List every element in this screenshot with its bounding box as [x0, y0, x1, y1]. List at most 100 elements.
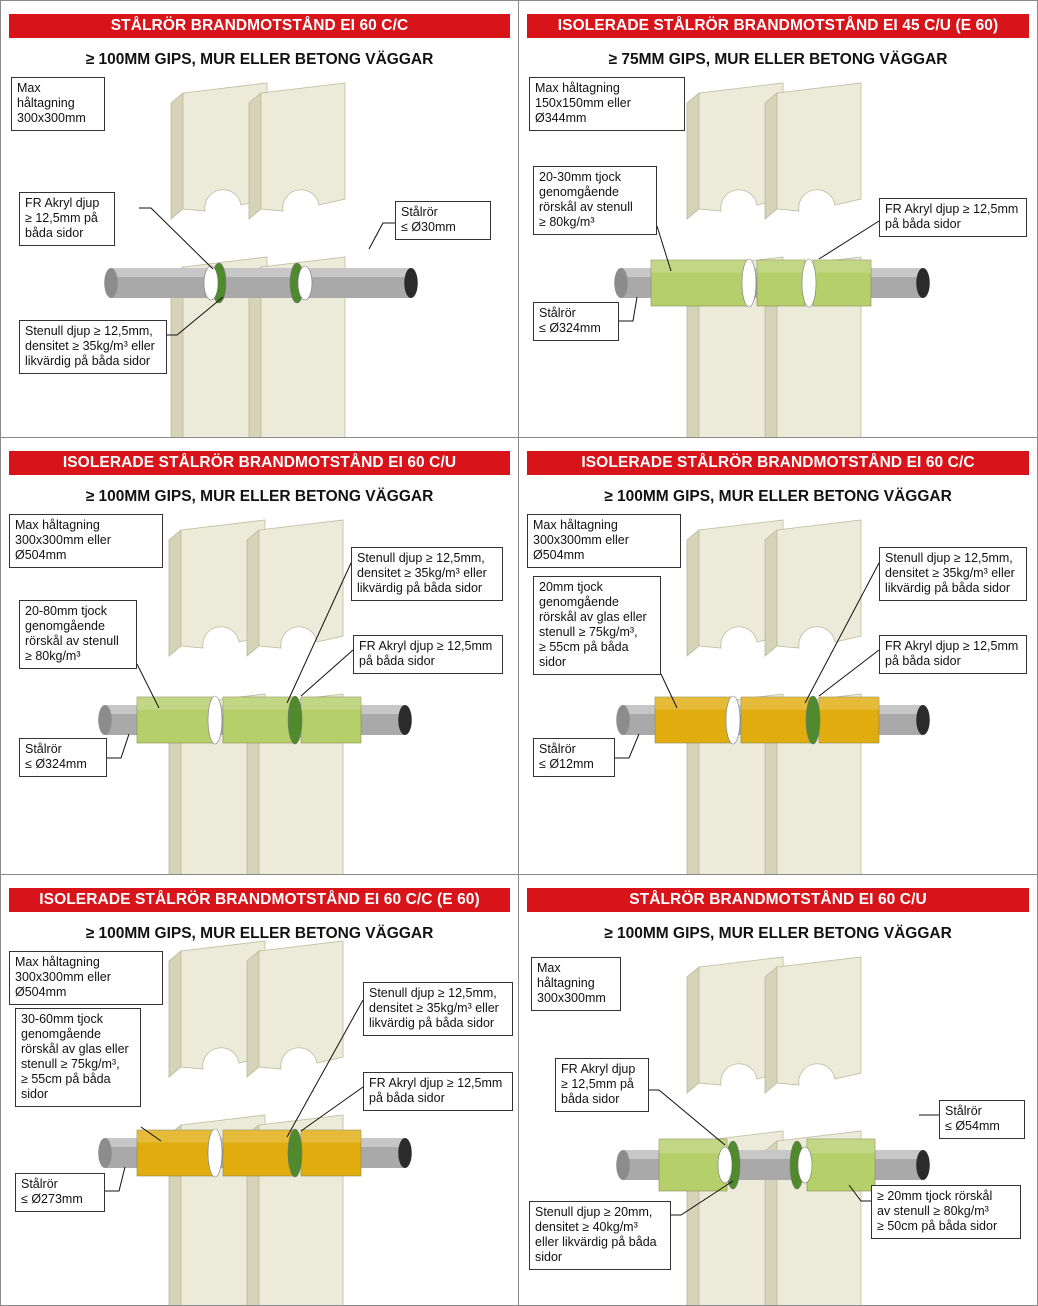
insulation-highlight: [223, 697, 293, 710]
insulation-sleeve: [654, 696, 732, 744]
insulation-highlight: [223, 1130, 293, 1143]
steel-pipe-highlight: [623, 1150, 923, 1159]
fr-acryl-ring: [203, 265, 219, 301]
leader-line: [649, 1089, 726, 1146]
panel-title: ISOLERADE STÅLRÖR BRANDMOTSTÅND EI 60 C/…: [9, 451, 510, 475]
fr-acryl-label: FR Akryl djup ≥ 12,5mm på båda sidor: [555, 1058, 649, 1112]
insulation-highlight: [655, 697, 731, 710]
insulation-highlight: [659, 1139, 727, 1154]
penetration-illustration: [98, 940, 412, 1305]
insulation-highlight: [741, 697, 811, 710]
insulation-label: 20-30mm tjock genomgående rörskål av ste…: [533, 166, 657, 235]
wall-upper-panel: [776, 956, 862, 1086]
steel-pipe-highlight: [111, 268, 411, 277]
stone-wool-ring: [287, 1128, 303, 1178]
stone-wool-label: Stenull djup ≥ 12,5mm, densitet ≥ 35kg/m…: [879, 547, 1027, 601]
panel-insulated-steel-pipe-ei45-cu: ISOLERADE STÅLRÖR BRANDMOTSTÅND EI 45 C/…: [518, 0, 1038, 438]
opening-label: Max håltagning 300x300mm: [531, 957, 621, 1011]
leader-line: [615, 733, 640, 759]
penetration-illustration: [98, 519, 412, 874]
penetration-illustration: [615, 519, 930, 874]
opening-label: Max håltagning 300x300mm eller Ø504mm: [9, 514, 163, 568]
wall-upper-panel: [182, 82, 268, 212]
insulation-sleeve: [818, 696, 880, 744]
wall-upper-panel: [180, 940, 266, 1070]
panel-title: ISOLERADE STÅLRÖR BRANDMOTSTÅND EI 45 C/…: [527, 14, 1029, 38]
leader-line: [656, 225, 672, 272]
insulation-sleeve: [136, 696, 214, 744]
fr-acryl-ring: [741, 258, 757, 308]
fr-acryl-ring: [717, 1146, 733, 1184]
fr-acryl-ring: [797, 1146, 813, 1184]
leader-line: [140, 1126, 162, 1142]
penetration-illustration: [614, 82, 930, 437]
wall-upper-panel: [698, 82, 784, 212]
wall-edge: [686, 529, 700, 657]
panel-title: STÅLRÖR BRANDMOTSTÅND EI 60 C/U: [527, 888, 1029, 912]
insulation-sleeve: [812, 259, 872, 307]
panel-subtitle: ≥ 100MM GIPS, MUR ELLER BETONG VÄGGAR: [85, 925, 434, 942]
leader-line: [804, 562, 880, 704]
wall-upper-panel: [180, 519, 266, 649]
wall-upper-panel: [698, 956, 784, 1086]
panel-subtitle: ≥ 100MM GIPS, MUR ELLER BETONG VÄGGAR: [604, 488, 952, 505]
penetration-illustration: [616, 956, 939, 1305]
insulation-sleeve: [650, 259, 750, 307]
fr-acryl-ring: [297, 265, 313, 301]
pipe-end-right: [916, 268, 930, 298]
panel-subtitle: ≥ 100MM GIPS, MUR ELLER BETONG VÄGGAR: [85, 51, 434, 68]
pipe-end-left: [614, 268, 628, 298]
panel-subtitle: ≥ 75MM GIPS, MUR ELLER BETONG VÄGGAR: [608, 51, 948, 68]
insulation-sleeve: [222, 1129, 294, 1177]
fr-acryl-ring: [207, 1128, 223, 1178]
wall-edge: [764, 529, 778, 657]
wall-lower-panel: [260, 256, 346, 437]
leader-line: [136, 663, 160, 709]
insulation-highlight: [137, 1130, 213, 1143]
wall-edge: [764, 1140, 778, 1305]
insulation-label: 20mm tjock genomgående rörskål av glas e…: [533, 576, 661, 675]
wall-upper-panel: [776, 519, 862, 649]
pipe-end-left: [98, 705, 112, 735]
leader-line: [286, 562, 352, 704]
opening-label: Max håltagning 150x150mm eller Ø344mm: [529, 77, 685, 131]
fr-acryl-label: FR Akryl djup ≥ 12,5mm på båda sidor: [363, 1072, 513, 1111]
panel-title: STÅLRÖR BRANDMOTSTÅND EI 60 C/C: [9, 14, 510, 38]
wall-upper-panel: [258, 940, 344, 1070]
insulation-highlight: [807, 1139, 875, 1154]
leader-line: [660, 673, 678, 709]
insulation-sleeve: [222, 696, 294, 744]
insulation-label: 20-80mm tjock genomgående rörskål av ste…: [19, 600, 137, 669]
wall-edge: [764, 92, 778, 220]
pipe-end-right: [398, 1138, 412, 1168]
panel-title: ISOLERADE STÅLRÖR BRANDMOTSTÅND EI 60 C/…: [527, 451, 1029, 475]
pipe-end-right: [398, 705, 412, 735]
leader-line: [818, 220, 880, 260]
leader-line: [107, 733, 130, 759]
opening-label: Max håltagning 300x300mm eller Ø504mm: [527, 514, 681, 568]
wall-edge: [168, 950, 182, 1078]
panel-subtitle: ≥ 100MM GIPS, MUR ELLER BETONG VÄGGAR: [604, 925, 952, 942]
wall-upper-panel: [258, 519, 344, 649]
insulation-sleeve: [806, 1138, 876, 1192]
pipe-end-left: [98, 1138, 112, 1168]
leader-line: [848, 1184, 871, 1202]
stone-wool-label: Stenull djup ≥ 12,5mm, densitet ≥ 35kg/m…: [351, 547, 503, 601]
insulation-sleeve: [300, 696, 362, 744]
stone-wool-ring: [805, 695, 821, 745]
insulation-sleeve: [740, 696, 812, 744]
panel-insulated-steel-pipe-ei60-cc-e60: ISOLERADE STÅLRÖR BRANDMOTSTÅND EI 60 C/…: [0, 874, 519, 1306]
steel-pipe-label: Stålrör ≤ Ø324mm: [19, 738, 107, 777]
leader-line: [139, 207, 214, 270]
wall-upper-panel: [776, 82, 862, 212]
insulation-sleeve: [658, 1138, 728, 1192]
leader-line: [167, 296, 224, 336]
opening-label: Max håltagning 300x300mm: [11, 77, 105, 131]
leader-line: [619, 296, 638, 322]
insulation-highlight: [137, 697, 213, 710]
panel-steel-pipe-ei60-cc: STÅLRÖR BRANDMOTSTÅND EI 60 C/C ≥ 100MM …: [0, 0, 519, 438]
wall-edge: [168, 529, 182, 657]
wall-edge: [686, 966, 700, 1094]
wall-edge: [248, 92, 262, 220]
fr-acryl-ring: [725, 695, 741, 745]
